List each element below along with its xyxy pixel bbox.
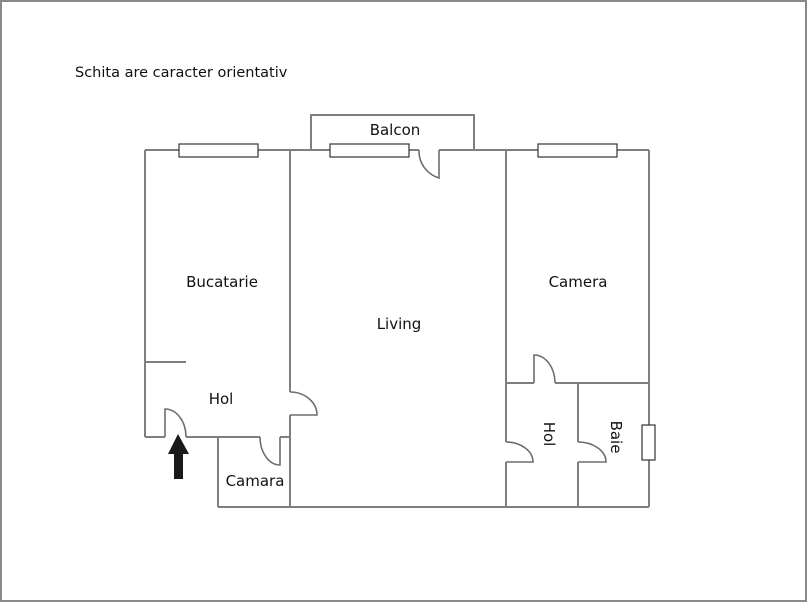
room-label-bucatarie: Bucatarie bbox=[186, 273, 258, 291]
doors bbox=[164, 149, 607, 466]
door-camera bbox=[533, 354, 556, 384]
door-living bbox=[289, 391, 318, 416]
door-hol bbox=[505, 441, 534, 463]
door-baie bbox=[577, 441, 607, 463]
windows bbox=[178, 143, 656, 461]
room-label-balcon: Balcon bbox=[370, 121, 421, 139]
door-camara bbox=[259, 436, 281, 466]
window-baie bbox=[641, 424, 656, 461]
disclaimer-note: Schita are caracter orientativ bbox=[75, 65, 288, 81]
balcony: Balcon bbox=[310, 114, 475, 150]
entrance-arrow-icon bbox=[168, 434, 189, 479]
room-label-camera: Camera bbox=[549, 273, 608, 291]
door-entrance bbox=[164, 408, 187, 438]
room-label-hol-inner: Hol bbox=[540, 422, 558, 447]
interior-walls bbox=[145, 150, 649, 507]
room-label-living: Living bbox=[377, 315, 422, 333]
window-living bbox=[329, 143, 410, 158]
window-camera bbox=[537, 143, 618, 158]
window-bucatarie bbox=[178, 143, 259, 158]
door-balcony bbox=[418, 149, 440, 180]
room-label-hol-entry: Hol bbox=[209, 390, 234, 408]
room-label-camara: Camara bbox=[226, 472, 285, 490]
room-label-baie: Baie bbox=[607, 421, 625, 454]
